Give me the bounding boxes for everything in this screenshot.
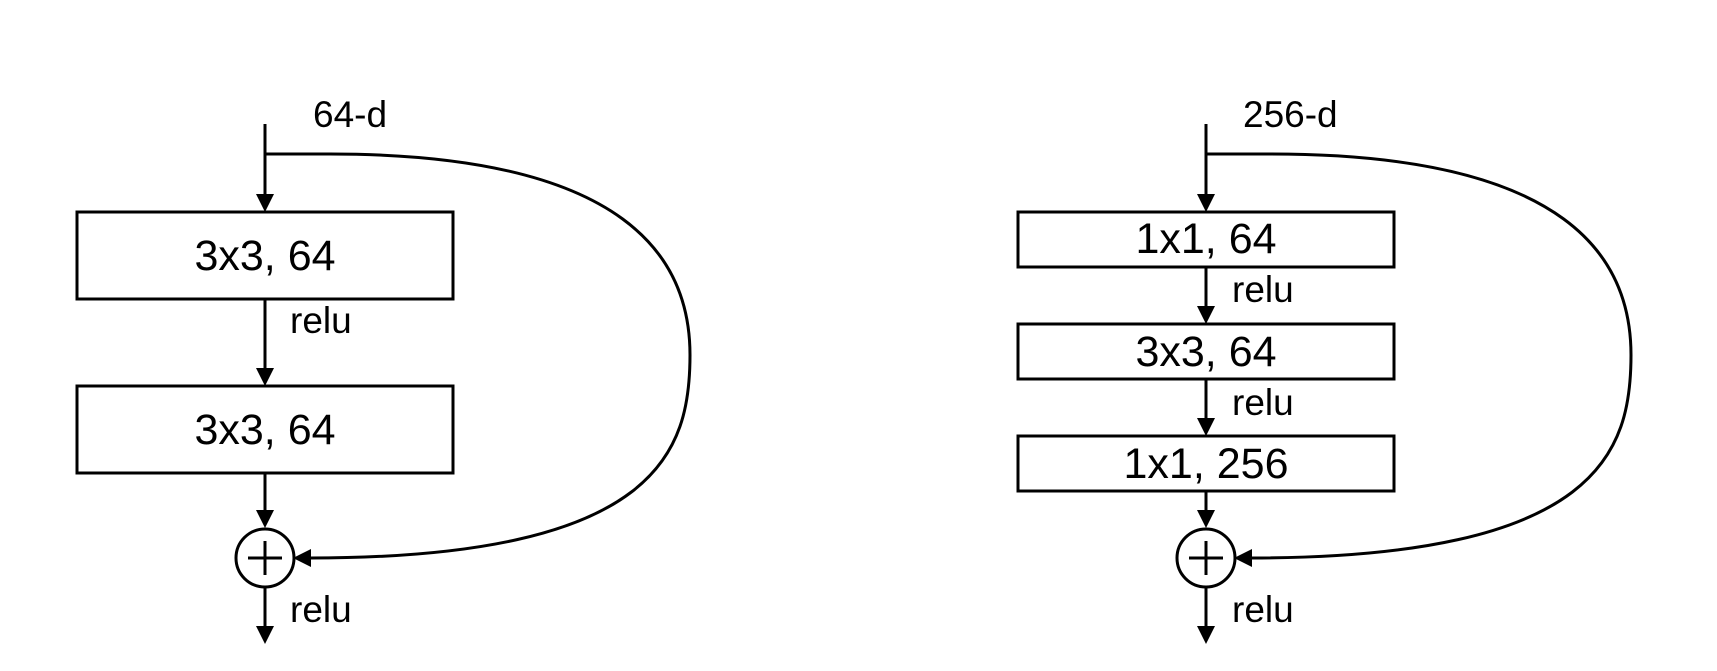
right-residual-block: 256-d 1x1, 64 relu 3x3, 64 relu 1x1, 256… <box>1016 94 1633 644</box>
left-layer-box-2 <box>75 384 455 475</box>
right-layer-label-3: 1x1, 256 <box>1124 440 1289 488</box>
left-activation-label-1: relu <box>290 300 352 341</box>
right-skip-connection <box>1206 152 1633 560</box>
left-arrowhead-3 <box>256 510 274 528</box>
right-arrowhead-4 <box>1197 510 1215 528</box>
left-skip-connection <box>265 152 692 560</box>
right-activation-label-2: relu <box>1232 382 1294 423</box>
right-layer-label-1: 1x1, 64 <box>1135 215 1276 263</box>
right-skip-arrowhead <box>1234 549 1252 567</box>
right-input-label: 256-d <box>1243 94 1338 135</box>
left-output-arrowhead <box>256 626 274 644</box>
left-residual-block: 64-d 3x3, 64 relu 3x3, 64 relu <box>75 94 692 644</box>
right-arrowhead-3 <box>1197 418 1215 436</box>
left-arrowhead-2 <box>256 368 274 386</box>
right-output-activation: relu <box>1232 589 1294 630</box>
left-layer-label-2: 3x3, 64 <box>194 406 335 454</box>
right-output-arrowhead <box>1197 626 1215 644</box>
right-layer-box-3 <box>1016 434 1396 493</box>
left-output-activation: relu <box>290 589 352 630</box>
right-activation-label-1: relu <box>1232 269 1294 310</box>
right-layer-label-2: 3x3, 64 <box>1135 328 1276 376</box>
left-arrowhead-1 <box>256 194 274 212</box>
left-skip-arrowhead <box>293 549 311 567</box>
left-layer-label-1: 3x3, 64 <box>194 232 335 280</box>
right-arrowhead-1 <box>1197 194 1215 212</box>
right-layer-box-1 <box>1016 210 1396 269</box>
right-layer-box-2 <box>1016 322 1396 381</box>
right-arrowhead-2 <box>1197 306 1215 324</box>
left-input-label: 64-d <box>313 94 387 135</box>
